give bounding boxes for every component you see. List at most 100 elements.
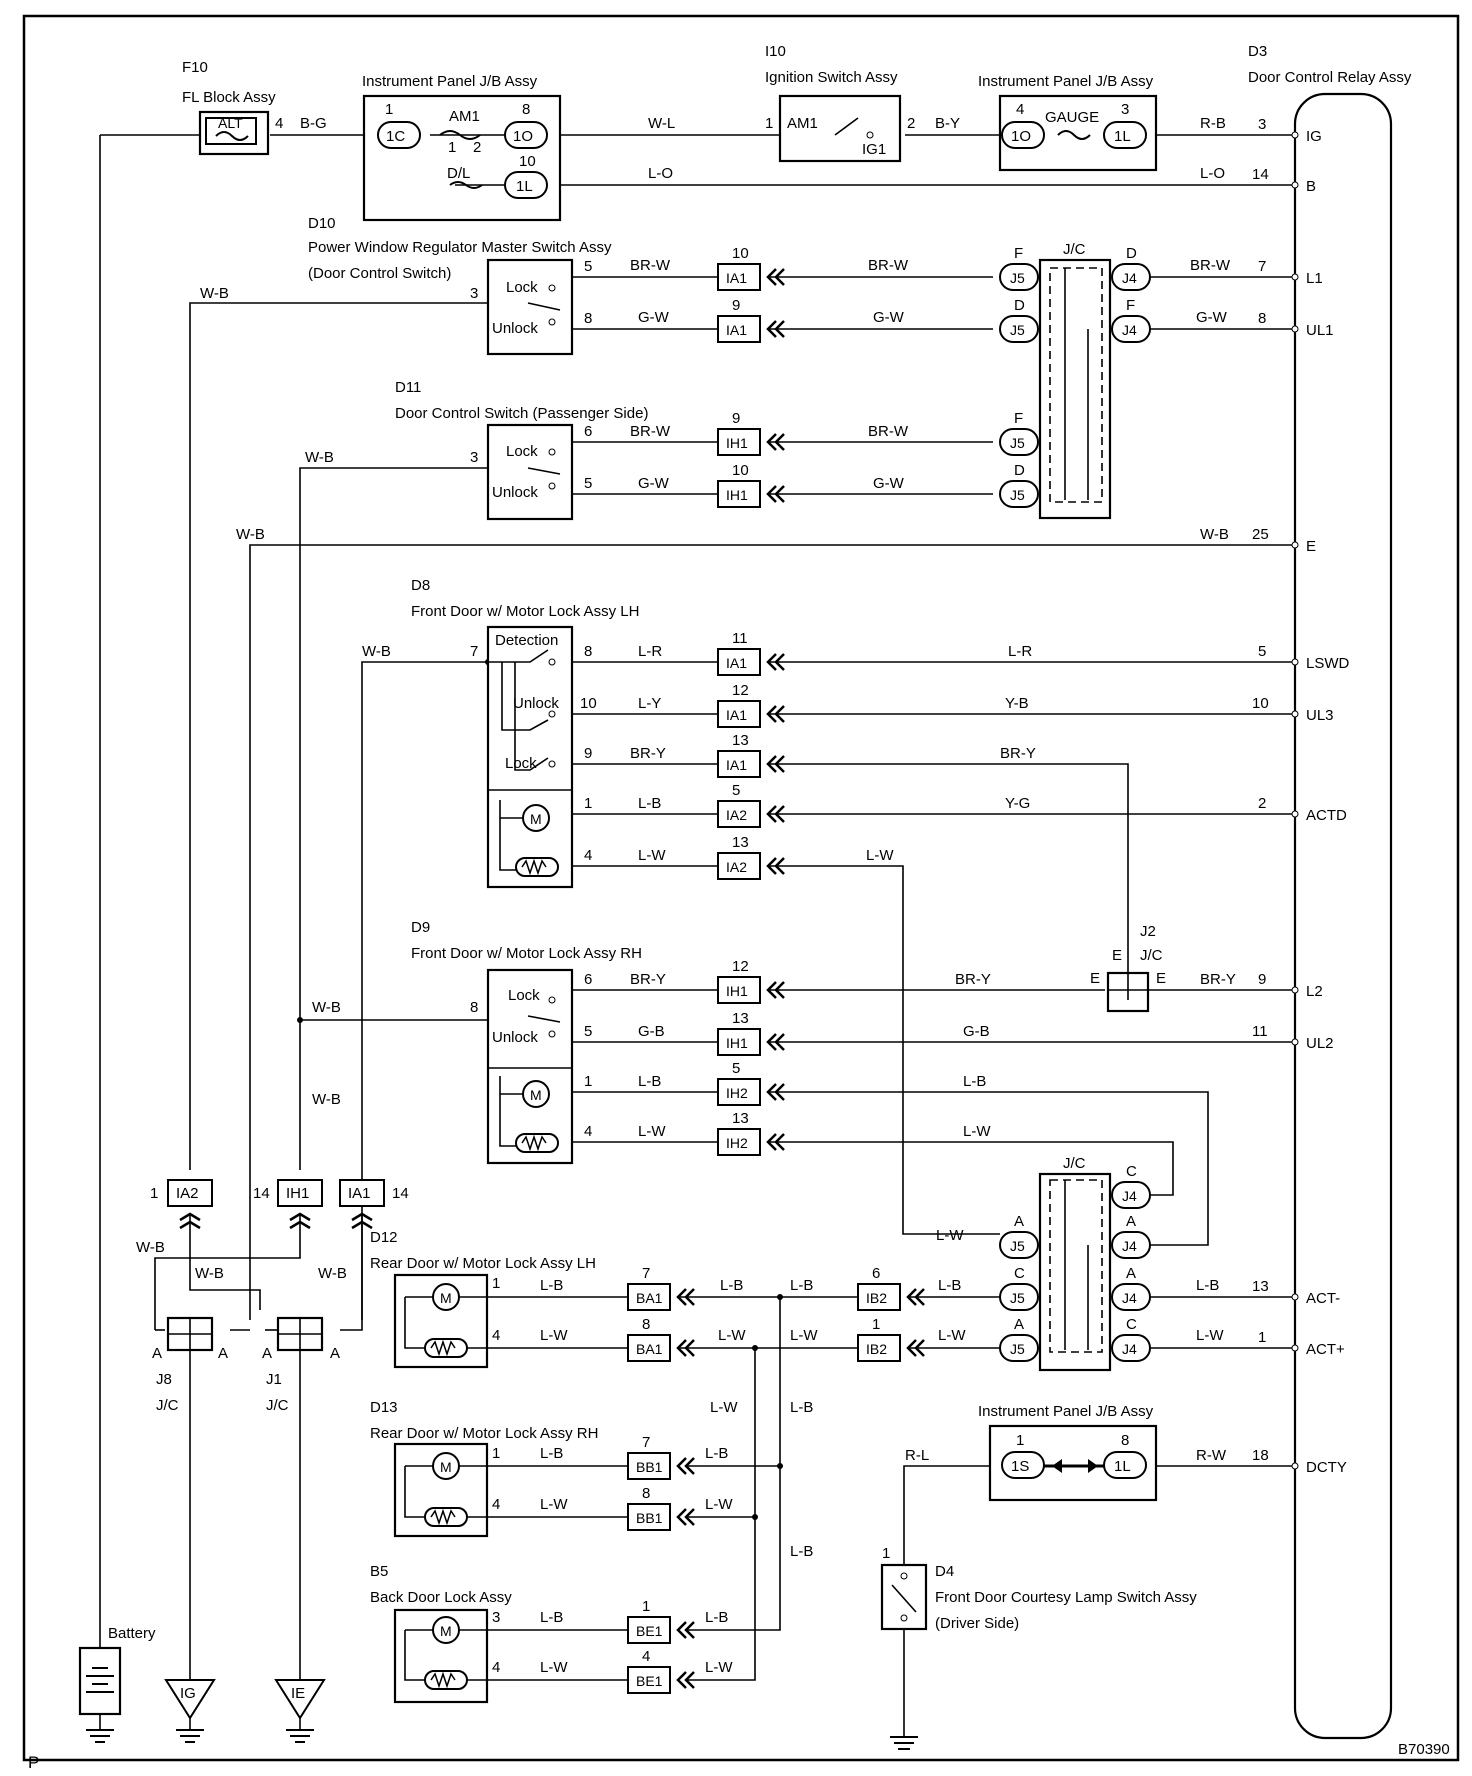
- connector-pin: 5: [732, 782, 740, 799]
- wire-d9-gb-l: G-B: [638, 1023, 665, 1040]
- relay-pin-name: E: [1306, 538, 1316, 555]
- d10-pin-unlock: 8: [584, 310, 592, 327]
- ground-ig: IG: [164, 1679, 216, 1743]
- ipjb-fuse1: AM1: [449, 108, 480, 125]
- ground-icon: [890, 1736, 918, 1750]
- jc-connector-j5: J5A: [999, 1213, 1039, 1259]
- d8-p10: 10: [580, 695, 597, 712]
- i10-ignition-switch: I10 Ignition Switch Assy AM1 IG1 1 2 B-Y: [765, 43, 960, 163]
- d4-name: Front Door Courtesy Lamp Switch Assy: [935, 1589, 1197, 1606]
- jc-connector-pin: F: [1014, 410, 1023, 427]
- chevron-icon: [766, 1083, 785, 1101]
- relay-pin-dot: [1291, 1038, 1299, 1046]
- wire-d11-gw-l: G-W: [638, 475, 670, 492]
- d8-p1: 1: [584, 795, 592, 812]
- d11-pin-lock: 6: [584, 423, 592, 440]
- relay-pin-dot: [1291, 1344, 1299, 1352]
- ipjb-p2: 2: [473, 139, 481, 156]
- connector-code: BB1: [636, 1459, 663, 1475]
- d13-rear-door-rh: D13 Rear Door w/ Motor Lock Assy RH M 1 …: [370, 1399, 813, 1560]
- d11-pin-gnd: 3: [470, 449, 478, 466]
- motor-icon-label: M: [530, 1087, 542, 1103]
- wire-wb-d11: W-B: [305, 449, 334, 466]
- d9-name: Front Door w/ Motor Lock Assy RH: [411, 945, 642, 962]
- connector-code: IA1: [726, 655, 747, 671]
- relay-pin-dot: [1291, 325, 1299, 333]
- chevron-icon: [766, 485, 785, 503]
- wire-d8-bry-l: BR-Y: [630, 745, 666, 762]
- jc-connector-code: J5: [1010, 270, 1025, 286]
- jc-connector-j4: J4F: [1111, 297, 1151, 343]
- wire-d9-bry-l: BR-Y: [630, 971, 666, 988]
- wire-d9-bry-m: BR-Y: [955, 971, 991, 988]
- jc-connector-code: J4: [1122, 1341, 1137, 1357]
- wire-jc-lw: L-W: [936, 1227, 964, 1244]
- relay-pin-name: ACTD: [1306, 807, 1347, 824]
- wire-wb-b1: W-B: [136, 1239, 165, 1256]
- d9-code: D9: [411, 919, 430, 936]
- i10-t2: IG1: [862, 141, 886, 158]
- d8-pin-gnd: 7: [470, 643, 478, 660]
- connector-code: IH1: [726, 435, 748, 451]
- wire-d11-brw-l: BR-W: [630, 423, 671, 440]
- jc-connector-pin: D: [1126, 245, 1137, 262]
- d11-passenger-switch: D11 Door Control Switch (Passenger Side)…: [305, 379, 909, 521]
- jc-connector-code: J5: [1010, 1341, 1025, 1357]
- connector-pin: 12: [732, 958, 749, 975]
- wire-rw: R-W: [1196, 1447, 1227, 1464]
- connector-pin: 13: [732, 1110, 749, 1127]
- ipjb-bottom-c2: 1L: [1114, 1458, 1131, 1475]
- wire-vert-lw: L-W: [710, 1399, 738, 1416]
- battery-label: Battery: [108, 1625, 156, 1642]
- relay-pin-dot: [1291, 181, 1299, 189]
- relay-pin-name: UL2: [1306, 1035, 1334, 1052]
- relay-pin-dot: [1291, 1293, 1299, 1301]
- wire-by: B-Y: [935, 115, 960, 132]
- chevron-icon: [766, 705, 785, 723]
- b5-p3: 3: [492, 1609, 500, 1626]
- jc-connector-j5: J5D: [999, 297, 1039, 343]
- d9-pin-gnd: 8: [470, 999, 478, 1016]
- d12-name: Rear Door w/ Motor Lock Assy LH: [370, 1255, 596, 1272]
- jc-connector-j5: J5F: [999, 410, 1039, 456]
- wire-d12-lw-l: L-W: [540, 1327, 568, 1344]
- connector-pin: 7: [642, 1265, 650, 1282]
- d8-detection: Detection: [495, 632, 558, 649]
- relay-pin-number: 18: [1252, 1447, 1269, 1464]
- j1-code: J1: [266, 1371, 282, 1388]
- relay-pin-number: 3: [1258, 116, 1266, 133]
- jc-connector-code: J5: [1010, 487, 1025, 503]
- battery: Battery: [78, 1625, 156, 1743]
- d11-unlock: Unlock: [492, 484, 538, 501]
- jc-connector-pin: C: [1014, 1265, 1025, 1282]
- d10-pin-gnd: 3: [470, 285, 478, 302]
- jc-upper-label: J/C: [1063, 241, 1086, 258]
- connector-pin: 5: [732, 1060, 740, 1077]
- jc-connector-j4: J4A: [1111, 1265, 1151, 1311]
- wire-d12-lb-far: L-B: [1196, 1277, 1219, 1294]
- chevron-icon: [766, 857, 785, 875]
- wire-d8-yb: Y-B: [1005, 695, 1029, 712]
- diagram-code: B70390: [1398, 1741, 1450, 1758]
- b5-p4: 4: [492, 1659, 500, 1676]
- conn-ia2-pin: 1: [150, 1185, 158, 1202]
- d9-p4: 4: [584, 1123, 592, 1140]
- ipjb-bottom: Instrument Panel J/B Assy 1S 1 1L 8 R-L …: [905, 1403, 1227, 1502]
- b5-name: Back Door Lock Assy: [370, 1589, 512, 1606]
- bottom-left-connectors: IA2 1 IH1 14 IA1 14 W-B W-B W-B: [136, 1179, 409, 1282]
- jc-connector-pin: C: [1126, 1163, 1137, 1180]
- d4-sub: (Driver Side): [935, 1615, 1019, 1632]
- connector-pin: 7: [642, 1434, 650, 1451]
- ipjb-c2pin: 8: [522, 101, 530, 118]
- connector-pin: 13: [732, 834, 749, 851]
- jc-connector-pin: A: [1014, 1213, 1024, 1230]
- d10-sub: (Door Control Switch): [308, 265, 451, 282]
- i10-name: Ignition Switch Assy: [765, 69, 898, 86]
- wire-d10-gw-m: G-W: [873, 309, 905, 326]
- f10-name: FL Block Assy: [182, 89, 276, 106]
